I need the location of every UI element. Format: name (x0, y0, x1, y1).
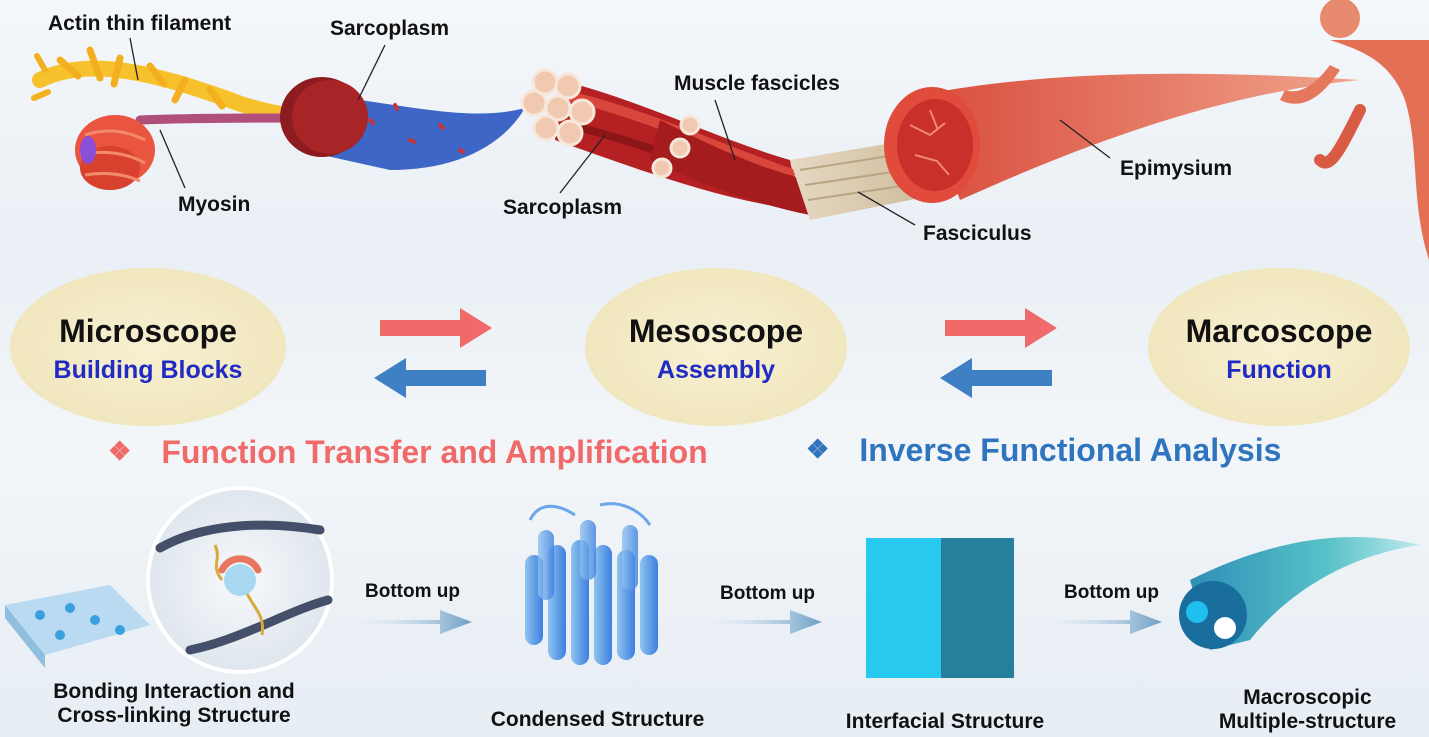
caption-bonding-line2: Cross-linking Structure (57, 704, 291, 727)
caption-macroscopic: Macroscopic Multiple-structure (1190, 686, 1425, 734)
label-epimysium: Epimysium (1120, 157, 1233, 180)
condensed-structure-illustration (525, 502, 658, 665)
forward-arrow-1 (380, 308, 492, 348)
marcoscope-oval: Marcoscope Function (1148, 268, 1410, 426)
mesoscope-oval: Mesoscope Assembly (585, 268, 847, 426)
muscle-fascicles-illustration (520, 68, 810, 215)
caption-bonding: Bonding Interaction and Cross-linking St… (24, 680, 324, 728)
legend-forward: ❖ Function Transfer and Amplification (108, 434, 708, 471)
label-actin-thin-filament: Actin thin filament (48, 12, 232, 35)
inverse-arrow-2 (940, 358, 1052, 398)
interfacial-structure-illustration (866, 538, 1014, 678)
legend-forward-text: Function Transfer and Amplification (161, 434, 708, 470)
forward-arrow-2 (945, 308, 1057, 348)
legend-inverse: ❖ Inverse Functional Analysis (806, 432, 1281, 469)
marcoscope-subtitle: Function (1226, 356, 1332, 384)
epimysium-illustration (884, 73, 1360, 203)
mesoscope-title: Mesoscope (628, 313, 804, 349)
legend-inverse-text: Inverse Functional Analysis (859, 432, 1282, 468)
caption-macro-line1: Macroscopic (1243, 686, 1372, 709)
bottom-up-label-3: Bottom up (1064, 582, 1159, 603)
label-myosin: Myosin (178, 193, 251, 216)
macroscopic-structure-illustration (1179, 537, 1420, 650)
bonding-interaction-illustration (5, 486, 334, 674)
callout-lines (129, 37, 1111, 226)
actin-filament-illustration (31, 46, 298, 124)
human-figure-illustration (1280, 0, 1429, 260)
label-sarcoplasm-top: Sarcoplasm (330, 17, 450, 40)
caption-macro-line2: Multiple-structure (1218, 710, 1397, 733)
diamond-icon: ❖ (108, 436, 132, 466)
bottom-up-label-2: Bottom up (720, 583, 815, 604)
sarcoplasm-fiber-illustration (280, 77, 525, 170)
myosin-illustration (75, 113, 297, 190)
caption-condensed: Condensed Structure (490, 708, 705, 731)
caption-interfacial: Interfacial Structure (845, 710, 1045, 733)
bottom-up-arrows (355, 610, 1162, 634)
marcoscope-title: Marcoscope (1185, 313, 1373, 349)
label-fasciculus: Fasciculus (923, 222, 1032, 245)
microscope-oval: Microscope Building Blocks (10, 268, 286, 426)
microscope-subtitle: Building Blocks (53, 356, 243, 384)
mesoscope-subtitle: Assembly (656, 356, 776, 384)
label-sarcoplasm-bottom: Sarcoplasm (503, 196, 623, 219)
caption-bonding-line1: Bonding Interaction and (53, 680, 295, 703)
bottom-up-label-1: Bottom up (365, 581, 460, 602)
microscope-title: Microscope (59, 313, 237, 349)
label-muscle-fascicles: Muscle fascicles (674, 72, 840, 95)
diamond-icon: ❖ (806, 434, 830, 464)
inverse-arrow-1 (374, 358, 486, 398)
